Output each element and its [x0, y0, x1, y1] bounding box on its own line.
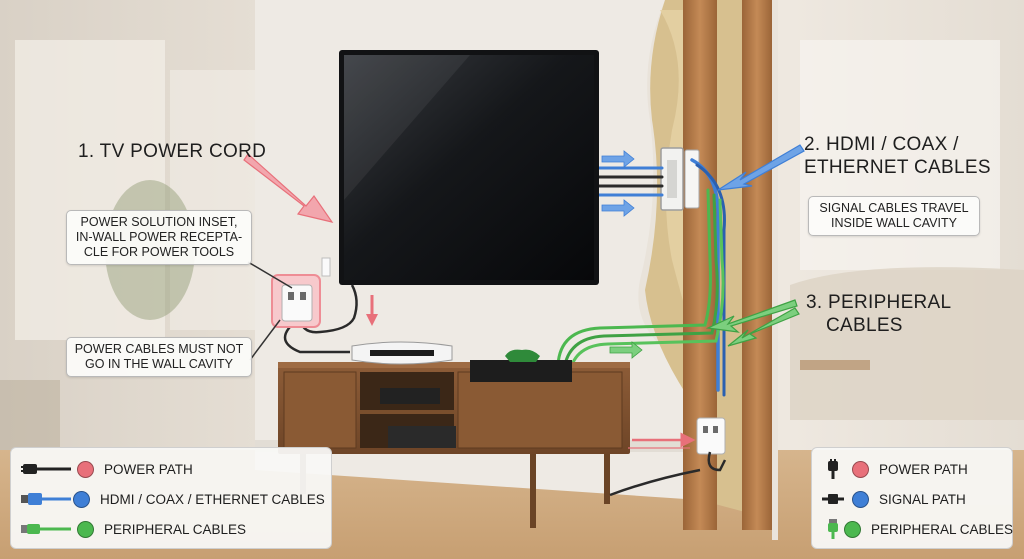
power-plug-icon — [822, 459, 852, 479]
callout-signal-line1: 2. HDMI / COAX / — [804, 134, 959, 155]
legend-left-row-peripheral: PERIPHERAL CABLES — [21, 514, 321, 544]
legend-right-peripheral-dot — [844, 520, 861, 538]
wall-switch — [321, 257, 331, 277]
legend-left-peripheral-label: PERIPHERAL CABLES — [104, 521, 247, 537]
legend-right-peripheral-label: PERIPHERAL CABLES — [871, 521, 1014, 537]
signal-plug-icon — [822, 489, 852, 509]
note-power-no-cavity: POWER CABLES MUST NOT GO IN THE WALL CAV… — [66, 337, 252, 377]
media-console — [278, 362, 630, 528]
black-game-console — [470, 360, 572, 382]
legend-left-power-label: POWER PATH — [104, 461, 193, 477]
legend-right-row-peripheral: PERIPHERAL CABLES — [822, 514, 1013, 544]
legend-left-row-power: POWER PATH — [21, 454, 321, 484]
note-signal-line1: SIGNAL CABLES TRAVEL — [819, 201, 969, 215]
note-inset-line2: IN-WALL POWER RECEPTA- — [75, 230, 243, 244]
power-plug-icon — [21, 459, 77, 479]
legend-right-power-dot — [852, 460, 869, 478]
peripheral-callout-arrow-1 — [705, 299, 798, 333]
note-power-inset: POWER SOLUTION INSET, IN-WALL POWER RECE… — [66, 210, 252, 265]
power-callout-arrow — [243, 153, 334, 223]
legend-left-power-dot — [77, 460, 94, 478]
peripheral-callout-arrow-2 — [727, 307, 800, 347]
legend-left: POWER PATH HDMI / COAX / ETHERNET CABLES… — [10, 447, 332, 549]
device-console-box — [388, 426, 456, 448]
legend-right-signal-dot — [852, 490, 869, 508]
legend-left-row-hdmi: HDMI / COAX / ETHERNET CABLES — [21, 484, 325, 514]
signal-flow-arrows — [601, 150, 635, 217]
legend-left-peripheral-dot — [77, 520, 94, 538]
legend-right-row-signal: SIGNAL PATH — [822, 484, 1002, 514]
note-signal-travel: SIGNAL CABLES TRAVEL INSIDE WALL CAVITY — [808, 196, 980, 236]
callout-peripheral-line1: 3. PERIPHERAL — [806, 292, 952, 313]
callout-peripheral-cables: 3. PERIPHERAL CABLES — [806, 291, 951, 337]
legend-right-power-label: POWER PATH — [879, 461, 968, 477]
usb-plug-icon — [21, 519, 77, 539]
peripheral-flow-arrow — [609, 341, 643, 359]
tv-screen — [344, 55, 594, 280]
lower-wall-outlet — [696, 417, 726, 455]
callout-tv-power-cord: 1. TV POWER CORD — [78, 141, 267, 162]
note-no-cavity-line2: GO IN THE WALL CAVITY — [85, 357, 233, 371]
sofa-right — [790, 267, 1024, 420]
callout-signal-cables: 2. HDMI / COAX / ETHERNET CABLES — [804, 133, 991, 179]
legend-right-row-power: POWER PATH — [822, 454, 1002, 484]
console-door-right — [457, 371, 623, 449]
legend-left-hdmi-label: HDMI / COAX / ETHERNET CABLES — [100, 491, 325, 507]
legend-right: POWER PATH SIGNAL PATH PERIPHERAL CABLES — [811, 447, 1013, 549]
console-door-left — [283, 371, 357, 449]
inset-outlet — [281, 284, 313, 322]
note-no-cavity-line1: POWER CABLES MUST NOT — [74, 342, 244, 356]
note-inset-line1: POWER SOLUTION INSET, — [80, 215, 238, 229]
game-controller — [505, 349, 540, 362]
hdmi-plug-icon — [21, 489, 73, 509]
tv-power-cord — [298, 284, 358, 334]
legend-left-hdmi-dot — [73, 490, 90, 508]
note-signal-line2: INSIDE WALL CAVITY — [831, 216, 957, 230]
signal-callout-arrow — [717, 144, 805, 191]
device-receiver — [380, 388, 440, 404]
peripheral-cable-bundle — [556, 188, 725, 374]
legend-right-signal-label: SIGNAL PATH — [879, 491, 966, 507]
note-inset-line3: CLE FOR POWER TOOLS — [83, 245, 235, 259]
callout-peripheral-line2: CABLES — [826, 315, 903, 336]
signal-cable-bundle — [596, 158, 726, 397]
callout-signal-line2: ETHERNET CABLES — [804, 157, 991, 178]
usb-plug-icon — [822, 519, 844, 539]
window-left — [15, 40, 165, 340]
